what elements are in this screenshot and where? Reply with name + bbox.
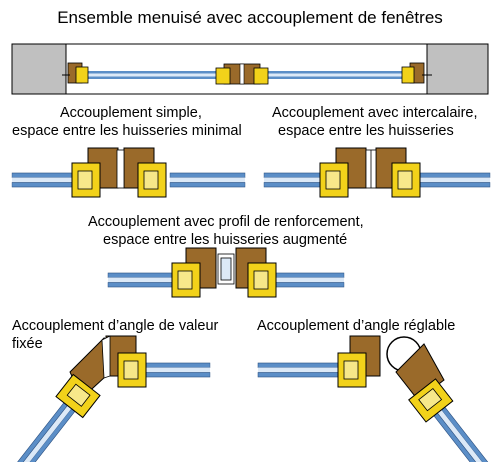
top-glass-left (82, 71, 224, 79)
top-glass-right (262, 71, 410, 79)
simple-coupling (11, 147, 246, 198)
intercalaire-coupling (263, 147, 491, 198)
top-assembly (11, 43, 489, 95)
label-angle-fixe-line2: fixée (12, 336, 43, 352)
label-simple-line1: Accouplement simple, (60, 105, 202, 121)
diagram-title: Ensemble menuisé avec accouplement de fe… (57, 8, 443, 27)
wall-right (426, 43, 489, 95)
label-intercalaire-line1: Accouplement avec intercalaire, (272, 105, 478, 121)
wall-left (11, 43, 67, 95)
label-renfort-line1: Accouplement avec profil de renforcement… (88, 214, 364, 230)
label-angle-reglable: Accouplement d’angle réglable (257, 318, 456, 334)
label-angle-fixe-line1: Accouplement d’angle de valeur (12, 318, 219, 334)
adjustable-angle-coupling (257, 335, 492, 462)
fixed-angle-coupling (14, 335, 211, 462)
label-simple-line2: espace entre les huisseries minimal (12, 123, 242, 139)
label-renfort-line2: espace entre les huisseries augmenté (103, 232, 348, 248)
reinforcement-coupling (107, 247, 345, 298)
label-intercalaire-line2: espace entre les huisseries (278, 123, 454, 139)
